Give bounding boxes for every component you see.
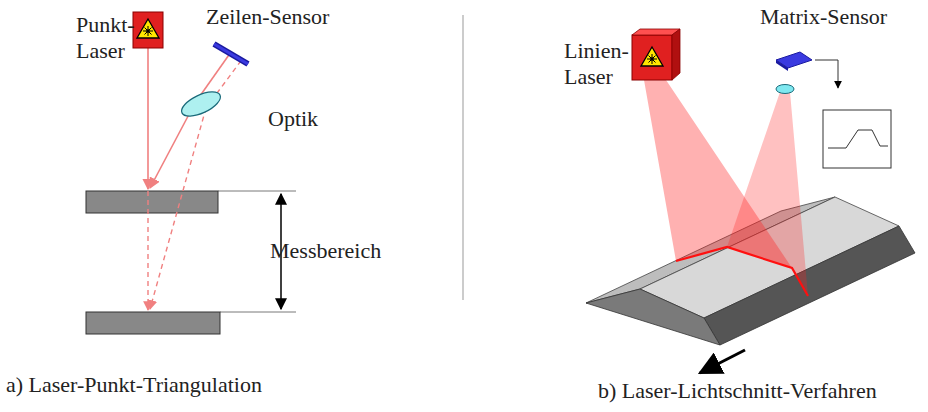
range-label: Messbereich (270, 238, 381, 264)
sensor-label: Matrix-Sensor (760, 4, 887, 30)
optics-label: Optik (268, 106, 318, 132)
caption-label: a) Laser-Punkt-Triangulation (6, 372, 262, 398)
light-section (586, 29, 915, 373)
laser-label: Punkt- Laser (76, 12, 140, 64)
sensor-label: Zeilen-Sensor (206, 4, 329, 30)
caption-label: b) Laser-Lichtschnitt-Verfahren (598, 378, 877, 404)
laser-label: Linien- Laser (564, 38, 628, 90)
divider (462, 15, 463, 300)
